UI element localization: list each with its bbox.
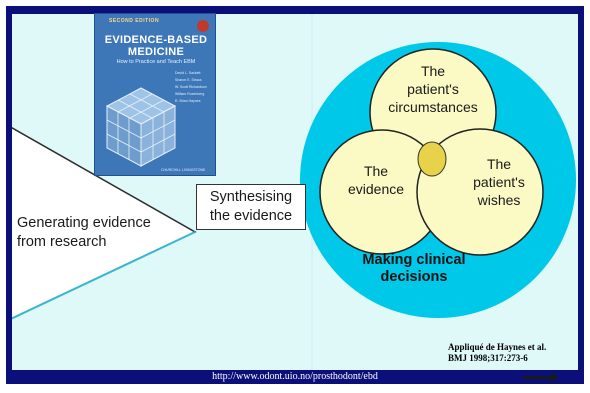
wishes-line2: patient's [473,174,525,190]
cover-title-line2: MEDICINE [127,46,185,58]
circumstances-line2: patient's [407,81,459,97]
footer-bar [6,370,584,384]
cover-author: William Rosenberg [175,92,205,96]
wishes-label: The patient's wishes [454,155,544,209]
diagram-graphics [12,14,576,370]
cover-title-line1: EVIDENCE-BASED [104,34,208,46]
synthesising-box: Synthesising the evidence [196,184,306,230]
cover-edition: SECOND EDITION [109,18,160,24]
citation-line1: Appliqué de Haynes et al. [448,342,547,352]
cover-author: W. Scott Richardson [175,85,207,89]
evidence-line2: evidence [347,181,405,197]
cube-artwork-icon [105,87,177,167]
cover-author: David L. Sackett [175,71,201,75]
book-cover: SECOND EDITION EVIDENCE-BASED MEDICINE H… [94,13,216,176]
wishes-line3: wishes [477,192,521,208]
citation-line2: BMJ 1998;317:273-6 [448,353,528,363]
evidence-label: The evidence [336,162,416,198]
cover-publisher: CHURCHILL LIVINGSTONE [161,168,206,172]
circumstances-label: The patient's circumstances [368,62,498,116]
overlap-center [417,141,447,177]
next-arrow-icon[interactable] [523,373,559,382]
cover-subtitle: How to Practice and Teach EBM [116,59,196,65]
footer-url[interactable]: http://www.odont.uio.no/prosthodont/ebd [212,371,378,382]
wishes-line1: The [486,156,512,172]
cover-title: EVIDENCE-BASED MEDICINE [95,34,217,58]
cover-author: R. Brian Haynes [175,99,201,103]
evidence-line1: The [363,163,389,179]
making-line2: decisions [380,269,448,285]
cover-authors: David L. Sackett Sharon E. Straus W. Sco… [175,70,215,105]
generating-label-line2: from research [17,234,107,250]
generating-label-line1: Generating evidence [17,215,151,231]
circumstances-line1: The [420,63,446,79]
synthesising-line2: the evidence [209,208,293,224]
citation: Appliqué de Haynes et al. BMJ 1998;317:2… [448,342,546,364]
cover-author: Sharon E. Straus [175,78,202,82]
making-line1: Making clinical [362,252,466,268]
triangle-edge [12,231,196,320]
publisher-logo-icon [197,20,209,32]
wishes-circle [416,128,544,256]
circumstances-line3: circumstances [388,99,478,115]
synthesising-line1: Synthesising [209,189,293,205]
making-decisions-label: Making clinical decisions [354,252,474,286]
generating-evidence-label: Generating evidence from research [17,214,151,252]
